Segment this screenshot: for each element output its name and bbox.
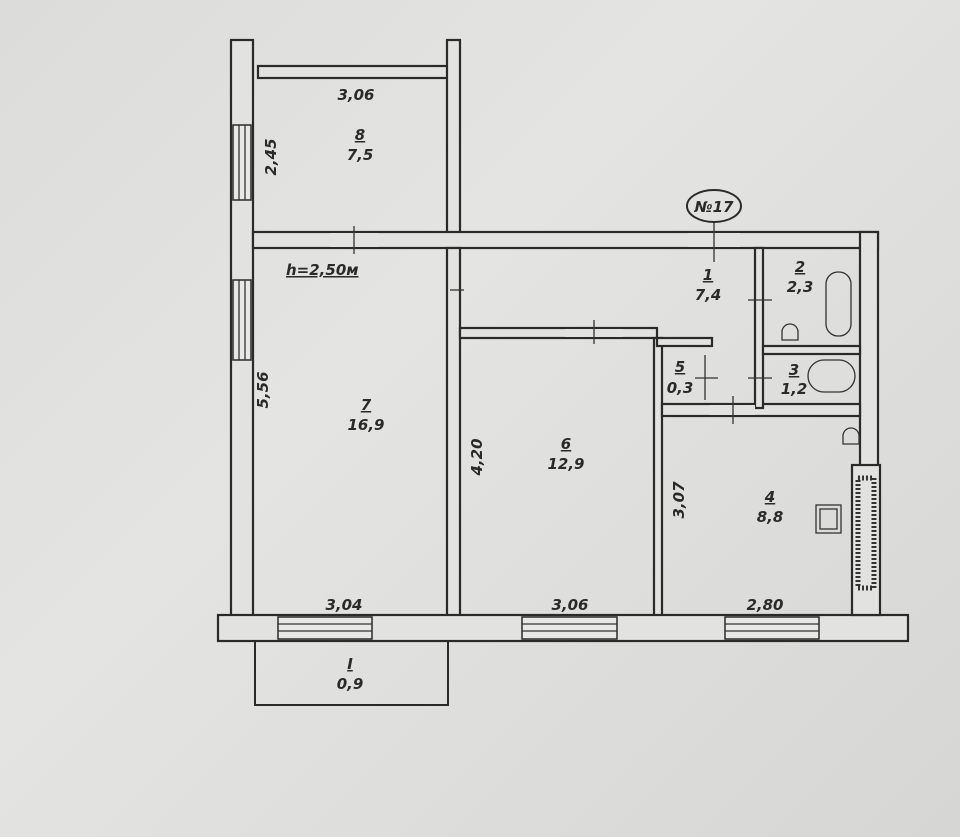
bathtub-icon — [825, 271, 852, 337]
room-area: 16,9 — [347, 416, 384, 434]
stove-icon-inner — [819, 508, 838, 530]
window-room6 — [521, 616, 618, 640]
room-number: 8 — [355, 126, 365, 144]
doors — [330, 222, 772, 424]
room-area: 0,9 — [337, 675, 364, 693]
wall-5-top — [655, 336, 714, 348]
ceiling-height: h=2,50м — [286, 261, 359, 279]
window-room8 — [232, 124, 252, 201]
room-labels: 8 7,5 1 7,4 2 2,3 3 1,2 5 0,3 7 16,9 6 1… — [337, 126, 814, 693]
dimension: 4,20 — [468, 438, 486, 476]
toilet-icon — [807, 359, 856, 393]
wall-7-6 — [445, 246, 462, 620]
wall-bath-left — [753, 246, 765, 410]
vent-grille-icon — [855, 475, 877, 591]
room-area: 0,3 — [667, 379, 694, 397]
sink-icon — [781, 323, 799, 341]
kitchen-sink-icon — [842, 427, 860, 445]
room-area: 12,9 — [547, 455, 584, 473]
fixtures — [781, 271, 877, 591]
room-number: I — [347, 655, 353, 673]
room-number: 6 — [561, 435, 571, 453]
stove-icon — [815, 504, 842, 534]
room-number: 1 — [703, 266, 713, 284]
apartment-number: №17 — [694, 198, 734, 216]
wall-1-6 — [458, 326, 659, 340]
room-area: 7,4 — [695, 286, 722, 304]
room-area: 8,8 — [757, 508, 784, 526]
room-area: 7,5 — [347, 146, 374, 164]
window-balcony — [277, 616, 373, 640]
wall-2-3 — [761, 344, 862, 356]
dimension: 3,06 — [551, 596, 588, 614]
room-number: 3 — [789, 361, 799, 379]
windows — [232, 124, 820, 640]
room-area: 1,2 — [781, 380, 808, 398]
window-room7 — [232, 279, 252, 361]
room-area: 2,3 — [787, 278, 814, 296]
room-number: 2 — [795, 258, 805, 276]
top-wall-room8 — [256, 64, 454, 80]
balcony — [254, 640, 449, 706]
dimension: 3,07 — [670, 481, 688, 519]
dimension: 2,80 — [746, 596, 783, 614]
dimensions: 3,06 2,45 5,56 4,20 3,07 3,04 3,06 2,80 — [254, 86, 784, 614]
wall-room8-right — [445, 38, 462, 242]
window-room4 — [724, 616, 820, 640]
room-number: 5 — [675, 358, 685, 376]
dimension: 5,56 — [254, 371, 272, 408]
dimension: 2,45 — [262, 138, 280, 175]
room-number: 4 — [764, 488, 775, 506]
wall-6-4 — [652, 336, 664, 620]
walls — [216, 38, 910, 643]
dimension: 3,04 — [325, 596, 362, 614]
room-number: 7 — [361, 396, 372, 414]
apartment-number-badge — [686, 189, 742, 223]
dimension: 3,06 — [337, 86, 374, 104]
